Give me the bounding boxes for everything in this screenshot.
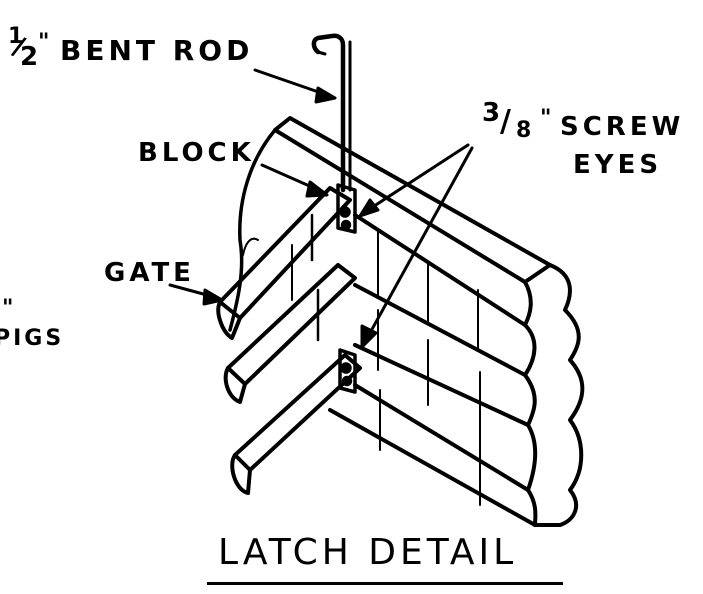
screw-eyes-label-line1: SCREW <box>560 112 685 142</box>
title-underline <box>207 582 563 585</box>
block-label: BLOCK <box>138 138 255 168</box>
bent-rod-fraction-num: 1 <box>8 24 24 49</box>
cut-left-label: PIGS <box>0 326 65 351</box>
cut-left-inch-mark: " <box>2 296 14 321</box>
block-end-curve <box>228 128 277 332</box>
block-wall <box>273 116 585 527</box>
gate-label: GATE <box>104 258 195 288</box>
screw-eyes-fraction-den: 8 <box>516 118 532 143</box>
drawing-title: LATCH DETAIL <box>218 532 518 573</box>
bent-rod-label: BENT ROD <box>60 34 254 67</box>
screw-eyes-inch-mark: " <box>540 106 552 131</box>
bent-rod-fraction-den: 2 <box>20 42 39 72</box>
screw-eyes-fraction-slash: / <box>500 104 511 139</box>
leader-arrows <box>168 68 474 349</box>
gate-boards <box>216 186 362 495</box>
bent-rod <box>311 33 352 193</box>
screw-eyes-label-line2: EYES <box>573 150 663 180</box>
screw-eyes-fraction-num: 3 <box>482 98 501 128</box>
bent-rod-inch-mark: " <box>38 30 50 55</box>
